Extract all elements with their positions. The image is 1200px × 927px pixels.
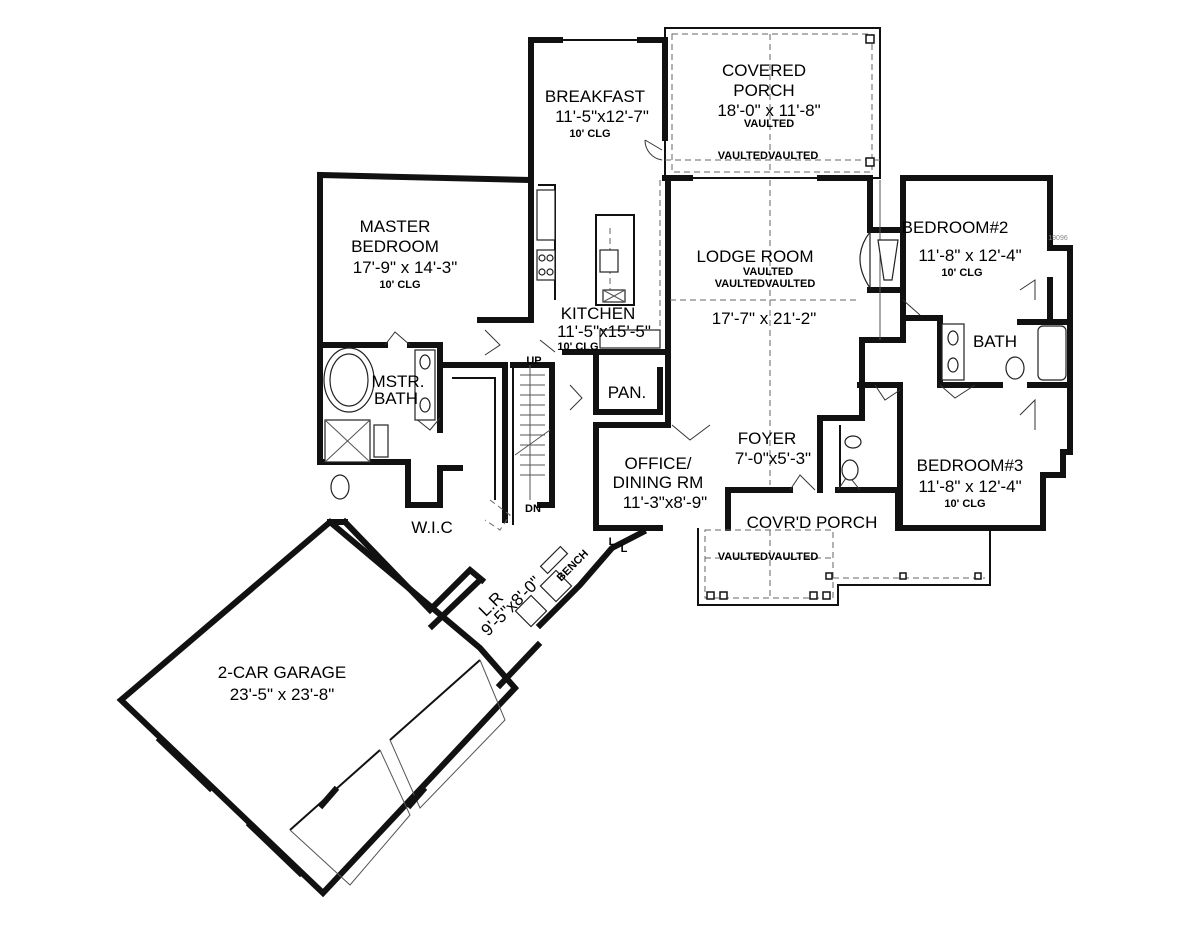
locker-label-2: L bbox=[621, 543, 628, 555]
room-dims-garage: 23'-5" x 23'-8" bbox=[230, 685, 335, 704]
room-name-garage: 2-CAR GARAGE bbox=[218, 663, 346, 682]
toilet-icon bbox=[330, 474, 350, 500]
room-note-covered-porch: VAULTED bbox=[744, 118, 794, 130]
room-dims-bedroom-2: 11'-8" x 12'-4" bbox=[918, 246, 1021, 265]
toilet-icon bbox=[1005, 356, 1025, 380]
stair-down-label: DN bbox=[525, 503, 541, 515]
sink-icon bbox=[947, 357, 959, 373]
interior-walls bbox=[317, 175, 1073, 531]
room-name-covrd-porch: COVR'D PORCH bbox=[747, 513, 878, 532]
room-name-master-1: MASTER bbox=[360, 217, 431, 236]
room-note-master: 10' CLG bbox=[379, 279, 420, 291]
room-name-wic: W.I.C bbox=[411, 518, 453, 537]
room-labels: BREAKFAST 11'-5"x12'-7" 10' CLG COVERED … bbox=[218, 61, 1068, 704]
room-note-bedroom-2: 10' CLG bbox=[941, 267, 982, 279]
bathtub-icon bbox=[1037, 325, 1067, 381]
room-name-lodge: LODGE ROOM bbox=[696, 247, 813, 266]
stove-burner-icon bbox=[546, 268, 554, 276]
sink-icon bbox=[844, 435, 862, 449]
room-name-covered-porch-2: PORCH bbox=[733, 81, 794, 100]
room-dims-breakfast: 11'-5"x12'-7" bbox=[555, 107, 649, 126]
door-swings bbox=[384, 139, 1036, 491]
room-dims-foyer: 7'-0"x5'-3" bbox=[735, 449, 811, 468]
plan-number: 19096 bbox=[1048, 235, 1068, 242]
room-name-bedroom-2: BEDROOM#2 bbox=[902, 218, 1009, 237]
dryer-icon bbox=[539, 569, 573, 603]
room-dims-covered-porch: 18'-0" x 11'-8" bbox=[717, 101, 820, 120]
room-note-kitchen: 10' CLG bbox=[557, 341, 598, 353]
room-name-covered-porch-1: COVERED bbox=[722, 61, 806, 80]
sink-icon bbox=[599, 249, 619, 273]
room-dims-lodge: 17'-7" x 21'-2" bbox=[712, 309, 817, 328]
staircase bbox=[484, 365, 551, 531]
sink-icon bbox=[419, 354, 431, 370]
porch-outlines bbox=[664, 27, 991, 606]
room-name-bath: BATH bbox=[973, 332, 1017, 351]
room-name-master-bath-2: BATH bbox=[374, 389, 418, 408]
vaulted-pair-lodge: VAULTEDVAULTED bbox=[715, 278, 816, 290]
room-note-lodge: VAULTED bbox=[743, 266, 793, 278]
room-name-master-2: BEDROOM bbox=[351, 237, 439, 256]
fixtures bbox=[155, 189, 1067, 886]
room-name-foyer: FOYER bbox=[738, 429, 797, 448]
room-name-kitchen: KITCHEN bbox=[561, 304, 636, 323]
room-note-breakfast: 10' CLG bbox=[569, 128, 610, 140]
room-name-pantry: PAN. bbox=[608, 383, 646, 402]
sink-icon bbox=[419, 397, 431, 413]
room-dims-kitchen: 11'-5"x15'-5" bbox=[557, 322, 651, 341]
toilet-icon bbox=[841, 459, 859, 481]
room-dims-office: 11'-3"x8'-9" bbox=[623, 493, 707, 512]
room-name-bedroom-3: BEDROOM#3 bbox=[917, 456, 1024, 475]
locker-label-1: L bbox=[609, 536, 616, 548]
vaulted-pair-front-porch: VAULTEDVAULTED bbox=[718, 551, 819, 563]
room-note-bedroom-3: 10' CLG bbox=[944, 498, 985, 510]
room-dims-bedroom-3: 11'-8" x 12'-4" bbox=[918, 477, 1021, 496]
stove-burner-icon bbox=[538, 268, 546, 276]
room-dims-master: 17'-9" x 14'-3" bbox=[353, 258, 458, 277]
stove-burner-icon bbox=[538, 254, 546, 262]
stair-up-label: UP bbox=[526, 355, 541, 367]
room-name-breakfast: BREAKFAST bbox=[545, 87, 645, 106]
vaulted-pair-top-porch: VAULTEDVAULTED bbox=[718, 150, 819, 162]
sink-icon bbox=[947, 330, 959, 346]
washer-icon bbox=[514, 594, 548, 628]
room-name-office-2: DINING RM bbox=[613, 473, 704, 492]
room-name-master-bath-1: MSTR. bbox=[372, 372, 425, 391]
stove-burner-icon bbox=[546, 254, 554, 262]
room-name-office-1: OFFICE/ bbox=[624, 454, 691, 473]
fireplace-icon bbox=[859, 230, 871, 290]
